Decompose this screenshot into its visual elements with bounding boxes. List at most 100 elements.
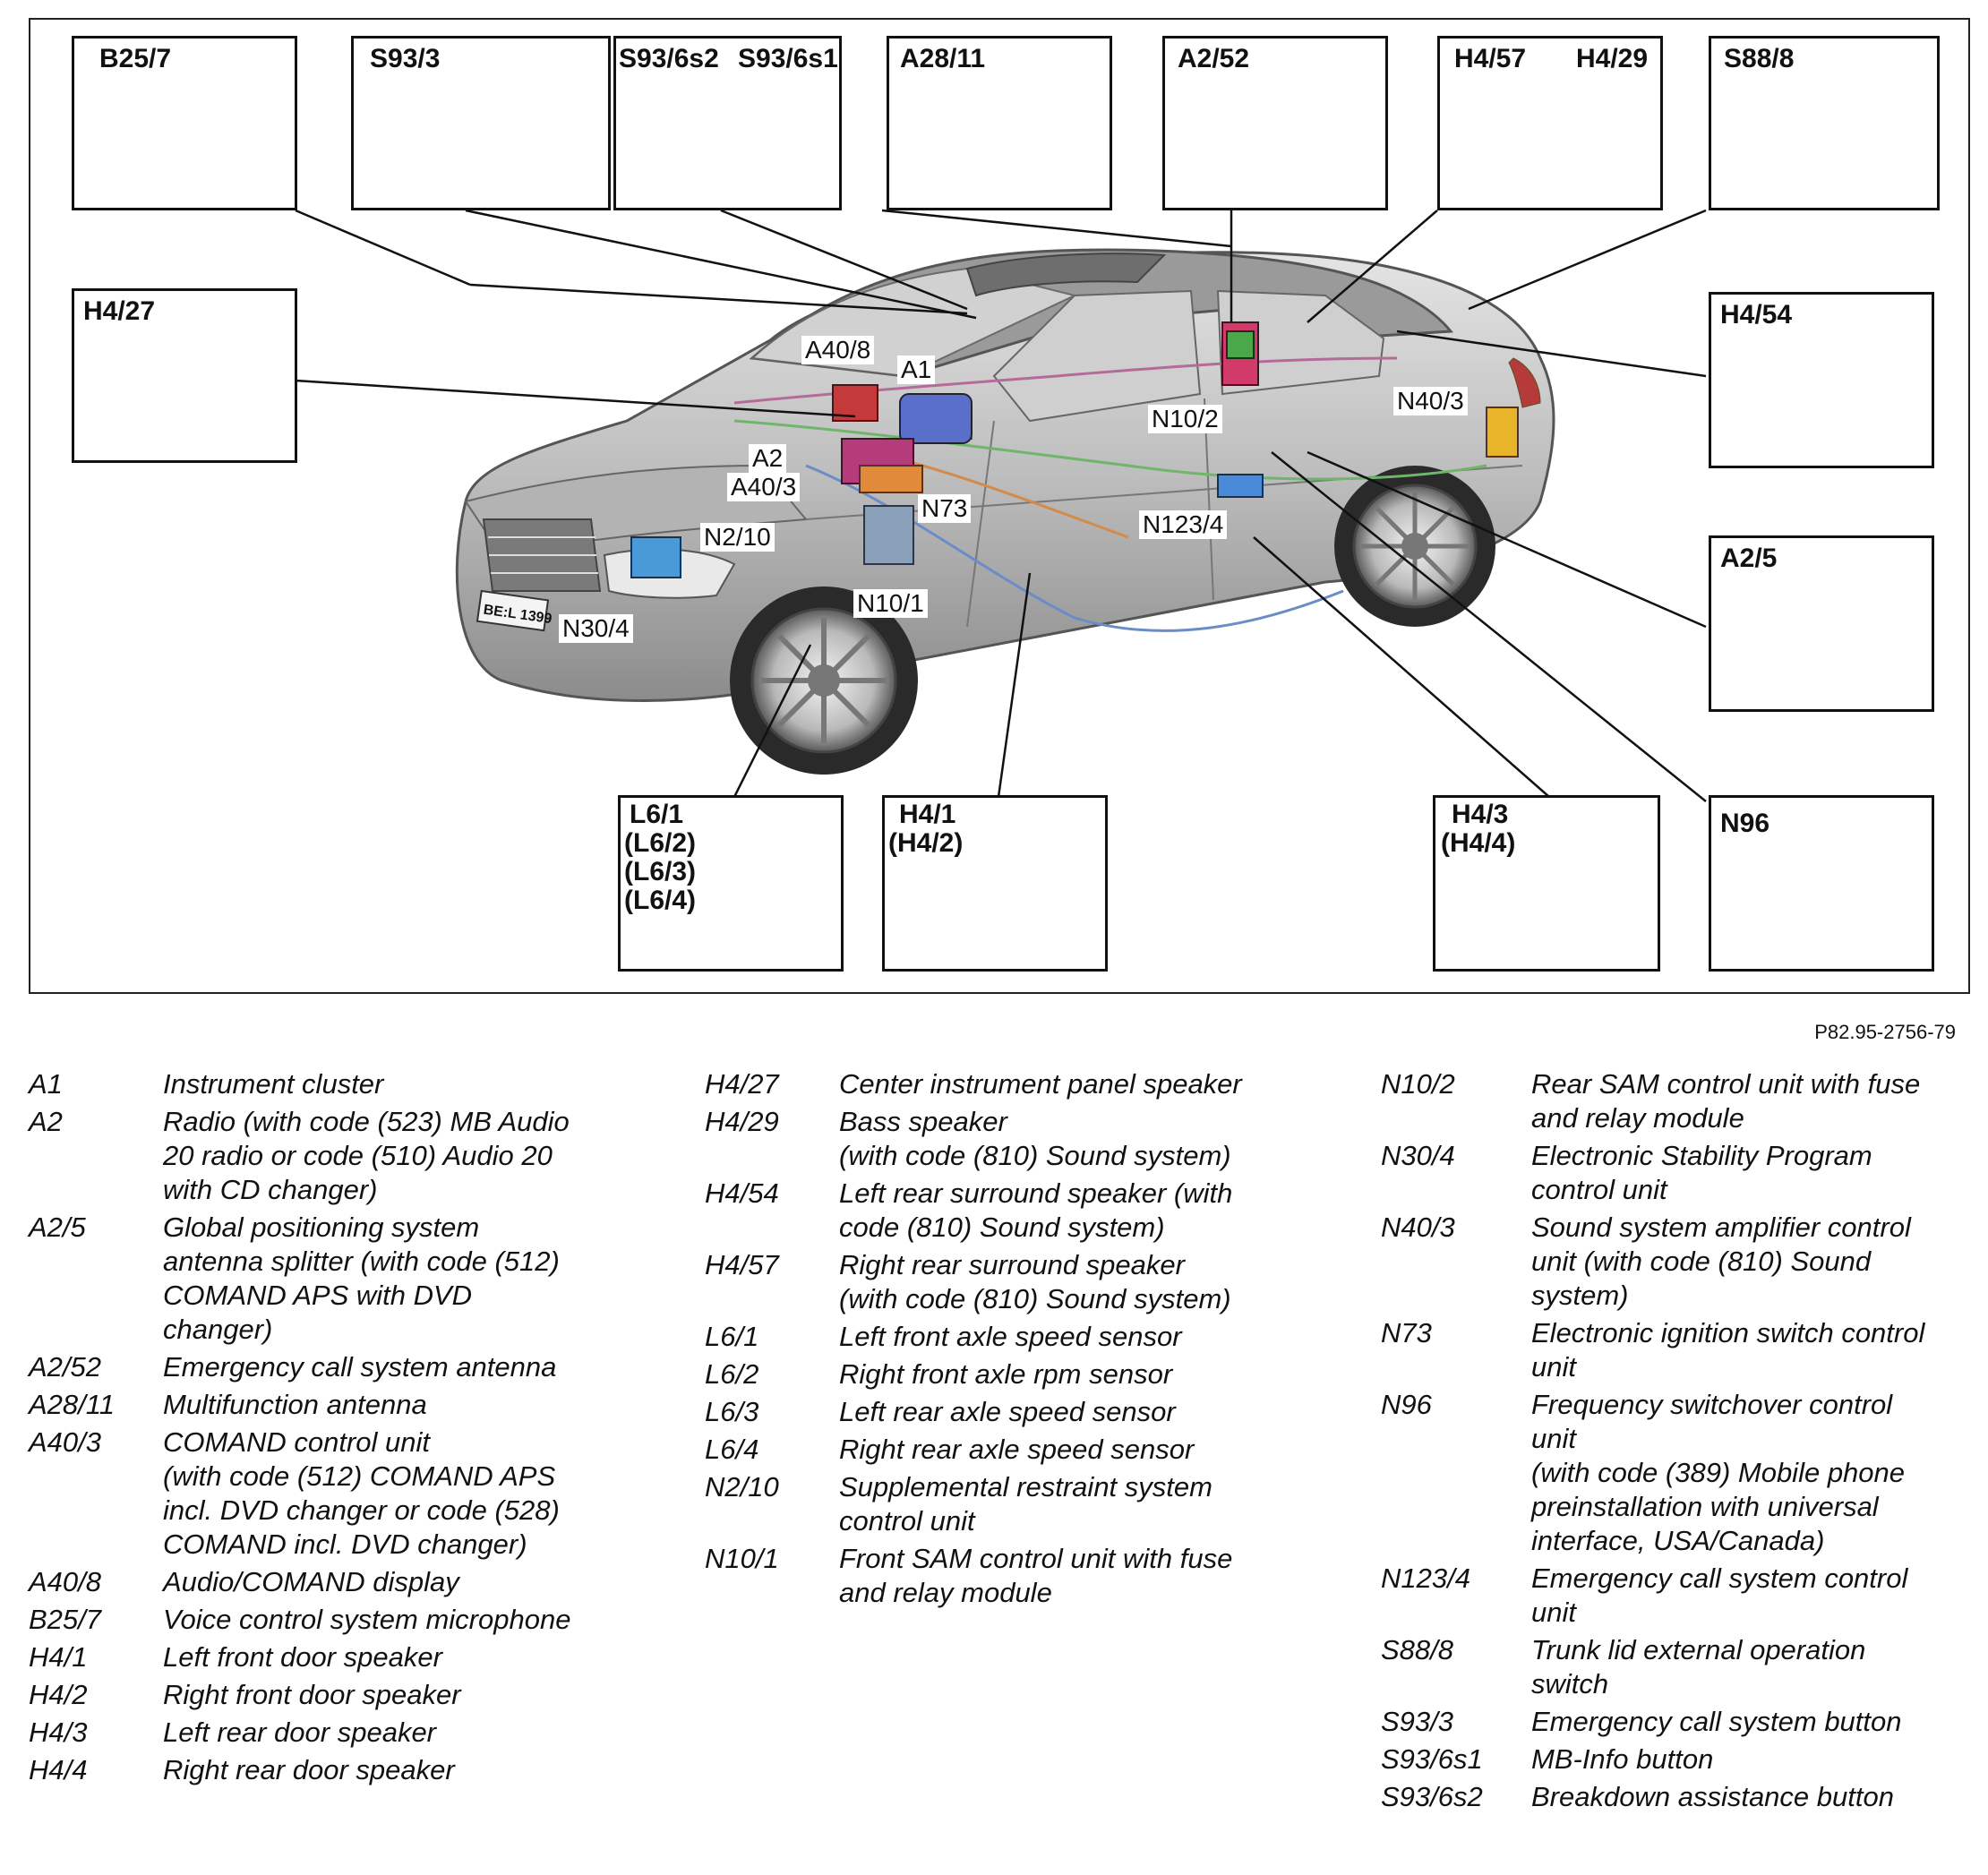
legend-description-line: COMAND incl. DVD changer) xyxy=(163,1528,527,1560)
component-box-s93-6s: S93/6s2 S93/6s1 xyxy=(613,36,842,210)
box-label: (L6/3) xyxy=(624,857,697,886)
callout-a40-8: A40/8 xyxy=(801,336,875,364)
legend-description-line: unit xyxy=(1531,1597,1576,1628)
legend-description-line: Left rear door speaker xyxy=(163,1717,437,1748)
figure-reference-code: P82.95-2756-79 xyxy=(1814,1021,1956,1043)
legend-description: Bass speaker(with code (810) Sound syste… xyxy=(839,1105,1323,1173)
legend-description-line: interface, USA/Canada) xyxy=(1531,1525,1825,1556)
legend-code: H4/29 xyxy=(705,1106,779,1137)
box-label: S88/8 xyxy=(1724,44,1795,73)
legend-description-line: (with code (810) Sound system) xyxy=(839,1140,1231,1171)
callout-a40-3: A40/3 xyxy=(727,473,801,501)
box-label: A28/11 xyxy=(900,44,986,73)
legend-code: S93/3 xyxy=(1381,1706,1454,1737)
car-front-window xyxy=(992,289,1202,423)
component-box-h4-54: H4/54 xyxy=(1709,292,1934,468)
box-label: S93/6s2 xyxy=(619,44,719,73)
legend-description-line: Electronic ignition switch control xyxy=(1531,1317,1925,1348)
legend-description-line: Electronic Stability Program xyxy=(1531,1140,1872,1171)
box-label: H4/3 xyxy=(1452,800,1509,829)
legend-description: Right rear door speaker xyxy=(163,1753,647,1787)
legend-description-line: incl. DVD changer or code (528) xyxy=(163,1494,560,1526)
legend-description-line: COMAND control unit xyxy=(163,1426,431,1458)
legend-code: A28/11 xyxy=(29,1389,115,1420)
legend-code: B25/7 xyxy=(29,1604,102,1635)
legend-description-line: Bass speaker xyxy=(839,1106,1007,1137)
legend-description-line: Frequency switchover control xyxy=(1531,1389,1893,1420)
legend-code: H4/3 xyxy=(29,1717,88,1748)
legend-code: S93/6s2 xyxy=(1381,1781,1483,1812)
legend-description-line: (with code (810) Sound system) xyxy=(839,1283,1231,1314)
legend-description-line: Right rear door speaker xyxy=(163,1754,455,1785)
legend-description-line: Global positioning system xyxy=(163,1211,480,1243)
legend-code: A40/8 xyxy=(29,1566,102,1597)
box-label: S93/6s1 xyxy=(738,44,838,73)
legend-description: Right front door speaker xyxy=(163,1678,647,1712)
legend-description-line: Right rear surround speaker xyxy=(839,1249,1185,1280)
callout-n123-4: N123/4 xyxy=(1139,510,1228,539)
component-box-s88-8: S88/8 xyxy=(1709,36,1940,210)
box-label: N96 xyxy=(1720,809,1770,838)
legend-description-line: changer) xyxy=(163,1314,273,1345)
legend-description-line: Center instrument panel speaker xyxy=(839,1068,1242,1100)
component-box-b25-7: B25/7 xyxy=(72,36,297,210)
component-box-l6: L6/1 (L6/2) (L6/3) (L6/4) xyxy=(618,795,844,972)
legend-code: H4/54 xyxy=(705,1177,779,1209)
legend-description-line: and relay module xyxy=(1531,1102,1744,1134)
legend-description-line: Right front axle rpm sensor xyxy=(839,1358,1173,1390)
legend-code: L6/4 xyxy=(705,1434,759,1465)
front-wheel xyxy=(730,586,918,775)
legend-code: A2 xyxy=(29,1106,63,1137)
legend-code: N30/4 xyxy=(1381,1140,1455,1171)
legend-description-line: unit xyxy=(1531,1423,1576,1454)
legend-description-line: switch xyxy=(1531,1668,1609,1699)
legend-description-line: MB-Info button xyxy=(1531,1743,1714,1775)
legend-description-line: Left front door speaker xyxy=(163,1641,442,1673)
legend-code: N73 xyxy=(1381,1317,1432,1348)
component-box-h4-57-29: H4/57 H4/29 xyxy=(1437,36,1663,210)
legend-description-line: unit (with code (810) Sound xyxy=(1531,1246,1872,1277)
callout-n30-4: N30/4 xyxy=(559,614,633,643)
legend-description-line: Rear SAM control unit with fuse xyxy=(1531,1068,1921,1100)
box-label: S93/3 xyxy=(370,44,441,73)
legend-code: H4/2 xyxy=(29,1679,88,1710)
legend-description-line: Supplemental restraint system xyxy=(839,1471,1213,1503)
legend-description-line: system) xyxy=(1531,1280,1629,1311)
legend-description: Emergency call system antenna xyxy=(163,1350,647,1384)
legend-code: N10/2 xyxy=(1381,1068,1455,1100)
legend-description: Right rear axle speed sensor xyxy=(839,1433,1323,1467)
legend-code: A2/5 xyxy=(29,1211,86,1243)
component-box-s93-3: S93/3 xyxy=(351,36,611,210)
legend-description-line: code (810) Sound system) xyxy=(839,1211,1165,1243)
legend-code: N40/3 xyxy=(1381,1211,1455,1243)
legend-description-line: (with code (512) COMAND APS xyxy=(163,1460,556,1492)
box-label: H4/1 xyxy=(899,800,956,829)
legend-entry: H4/2 Right front door speaker xyxy=(29,1678,647,1712)
box-label: B25/7 xyxy=(99,44,172,73)
component-box-h4-27: H4/27 xyxy=(72,288,297,463)
component-box-h4-1: H4/1 (H4/2) xyxy=(882,795,1108,972)
legend-description-line: Instrument cluster xyxy=(163,1068,384,1100)
legend-description-line: Emergency call system antenna xyxy=(163,1351,557,1383)
legend-entry: H4/3 Left rear door speaker xyxy=(29,1716,647,1750)
leader-lines xyxy=(128,75,1707,802)
module-a40-3 xyxy=(859,465,923,493)
legend-code: N2/10 xyxy=(705,1471,779,1503)
box-label: A2/5 xyxy=(1720,544,1778,573)
